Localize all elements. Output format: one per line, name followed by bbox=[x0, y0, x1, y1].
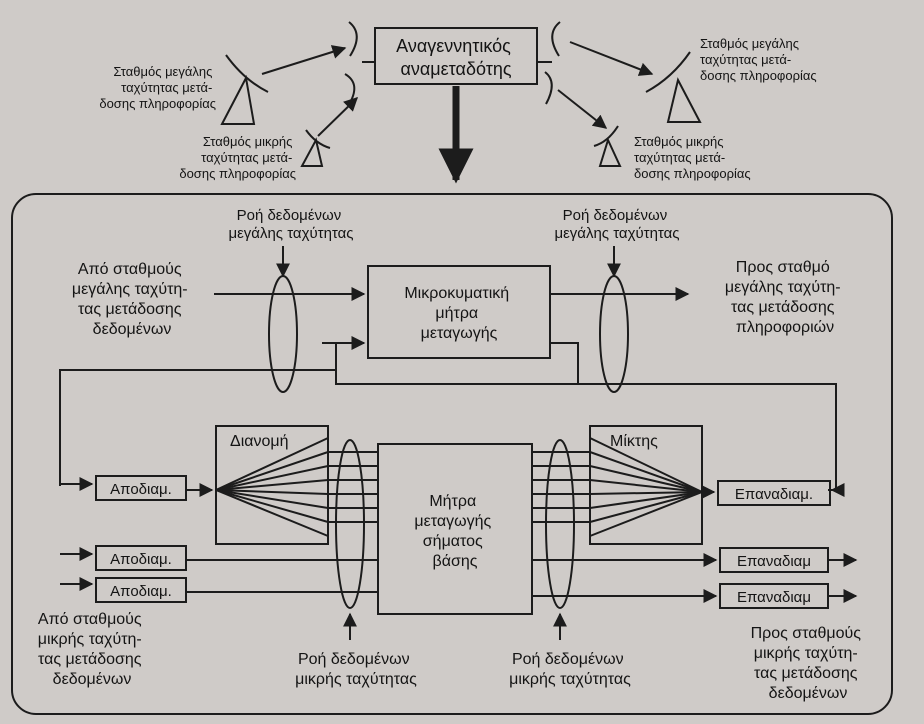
svg-text:Επαναδιαμ: Επαναδιαμ bbox=[737, 553, 811, 570]
svg-text:Ροή δεδομένων μεγάλης τα: Ροή δεδομένων μεγάλης ταχύτητας bbox=[228, 207, 353, 242]
svg-text:Μικροκυματική μήτρα: Μικροκυματική μήτρα μεταγωγής bbox=[404, 285, 513, 342]
uplink-low-left-arrow bbox=[317, 97, 359, 137]
from-low-rate-stations-label: Από σταθμούς μικρής ταχύτη- τας μετάδοση… bbox=[38, 611, 146, 688]
demux-box-3: Αποδιαμ. bbox=[95, 577, 187, 603]
distribution-box: Διανομή bbox=[215, 425, 329, 545]
high-rate-bundle-left-ellipse bbox=[268, 275, 298, 393]
low-rate-signal-paths bbox=[186, 553, 858, 603]
svg-text:Ροή δεδομένων μεγάλης τα: Ροή δεδομένων μεγάλης ταχύτητας bbox=[554, 207, 679, 242]
demux-box-1: Αποδιαμ. bbox=[95, 475, 187, 501]
onboard-processor-frame bbox=[11, 193, 893, 715]
svg-text:Σταθμός μικρής ταχύτητας: Σταθμός μικρής ταχύτητας μετά- δοσης πλη… bbox=[634, 134, 751, 181]
demux-box-2: Αποδιαμ. bbox=[95, 545, 187, 571]
regenerative-repeater-box: Αναγεννητικός αναμεταδότης bbox=[374, 27, 538, 85]
svg-text:Αποδιαμ.: Αποδιαμ. bbox=[110, 583, 172, 600]
uplink-high-left-arrow bbox=[261, 45, 347, 75]
high-rate-flow-right-label: Ροή δεδομένων μεγάλης ταχύτητας bbox=[554, 207, 680, 278]
remux-box-2: Επαναδιαμ bbox=[719, 547, 829, 573]
svg-text:Σταθμός μικρής ταχύτητας: Σταθμός μικρής ταχύτητας μετά- δοσης πλη… bbox=[179, 134, 296, 181]
low-rate-flow-right-label: Ροή δεδομένων μικρής ταχύτητας bbox=[509, 651, 631, 688]
microwave-switch-matrix-box: Μικροκυματική μήτρα μεταγωγής bbox=[367, 265, 551, 359]
low-rate-bundle-left-ellipse bbox=[335, 439, 365, 609]
mixer-fan-lines bbox=[589, 437, 703, 537]
svg-text:Διανομή: Διανομή bbox=[230, 433, 289, 450]
svg-text:Επαναδιαμ: Επαναδιαμ bbox=[737, 589, 811, 606]
svg-text:Αποδιαμ.: Αποδιαμ. bbox=[110, 481, 172, 498]
remux-box-1: Επαναδιαμ. bbox=[717, 480, 831, 506]
distribution-fan-lines bbox=[215, 437, 329, 537]
to-low-rate-stations-label: Προς σταθμούς μικρής ταχύτη- τας μετάδοσ… bbox=[751, 625, 866, 702]
svg-text:Επαναδιαμ.: Επαναδιαμ. bbox=[735, 486, 813, 503]
matrix-to-mixer-lines bbox=[532, 451, 590, 523]
baseband-switch-matrix-box: Μήτρα μεταγωγής σήματος βάσης bbox=[377, 443, 533, 615]
high-rate-flow-left-label: Ροή δεδομένων μεγάλης ταχύτητας bbox=[228, 207, 354, 278]
to-high-rate-station-label: Προς σταθμό μεγάλης ταχύτη- τας μετάδοση… bbox=[725, 259, 845, 336]
downlink-low-right-arrow bbox=[557, 89, 608, 129]
high-rate-bundle-right-ellipse bbox=[599, 275, 629, 393]
svg-text:Αναγεννητικός αναμεταδότ: Αναγεννητικός αναμεταδότης bbox=[396, 36, 516, 79]
from-high-rate-stations-label: Από σταθμούς μεγάλης ταχύτη- τας μετάδοσ… bbox=[72, 261, 192, 338]
high-rate-signal-paths bbox=[59, 287, 837, 491]
station-low-right-antenna: Σταθμός μικρής ταχύτητας μετά- δοσης πλη… bbox=[593, 125, 751, 181]
low-rate-flow-left-label: Ροή δεδομένων μικρής ταχύτητας bbox=[295, 651, 417, 688]
downlink-high-right-arrow bbox=[569, 41, 654, 76]
station-high-left-antenna: Σταθμός μεγάλης ταχύτητας μετά- δοσης πλ… bbox=[99, 54, 269, 125]
station-low-left-antenna: Σταθμός μικρής ταχύτητας μετά- δοσης πλη… bbox=[179, 129, 331, 181]
svg-text:Σταθμός μεγάλης ταχύτητα: Σταθμός μεγάλης ταχύτητας μετά- δοσης πλ… bbox=[700, 36, 817, 83]
svg-text:Μήτρα μεταγωγής σή: Μήτρα μεταγωγής σήματος βάσης bbox=[414, 493, 495, 570]
low-rate-bundle-right-ellipse bbox=[545, 439, 575, 609]
station-high-right-antenna: Σταθμός μεγάλης ταχύτητας μετά- δοσης πλ… bbox=[645, 36, 817, 123]
svg-text:Μίκτης: Μίκτης bbox=[610, 433, 658, 450]
remux-box-3: Επαναδιαμ bbox=[719, 583, 829, 609]
svg-text:Αποδιαμ.: Αποδιαμ. bbox=[110, 551, 172, 568]
svg-text:Σταθμός μεγάλης ταχύτητα: Σταθμός μεγάλης ταχύτητας μετά- δοσης πλ… bbox=[99, 64, 216, 111]
